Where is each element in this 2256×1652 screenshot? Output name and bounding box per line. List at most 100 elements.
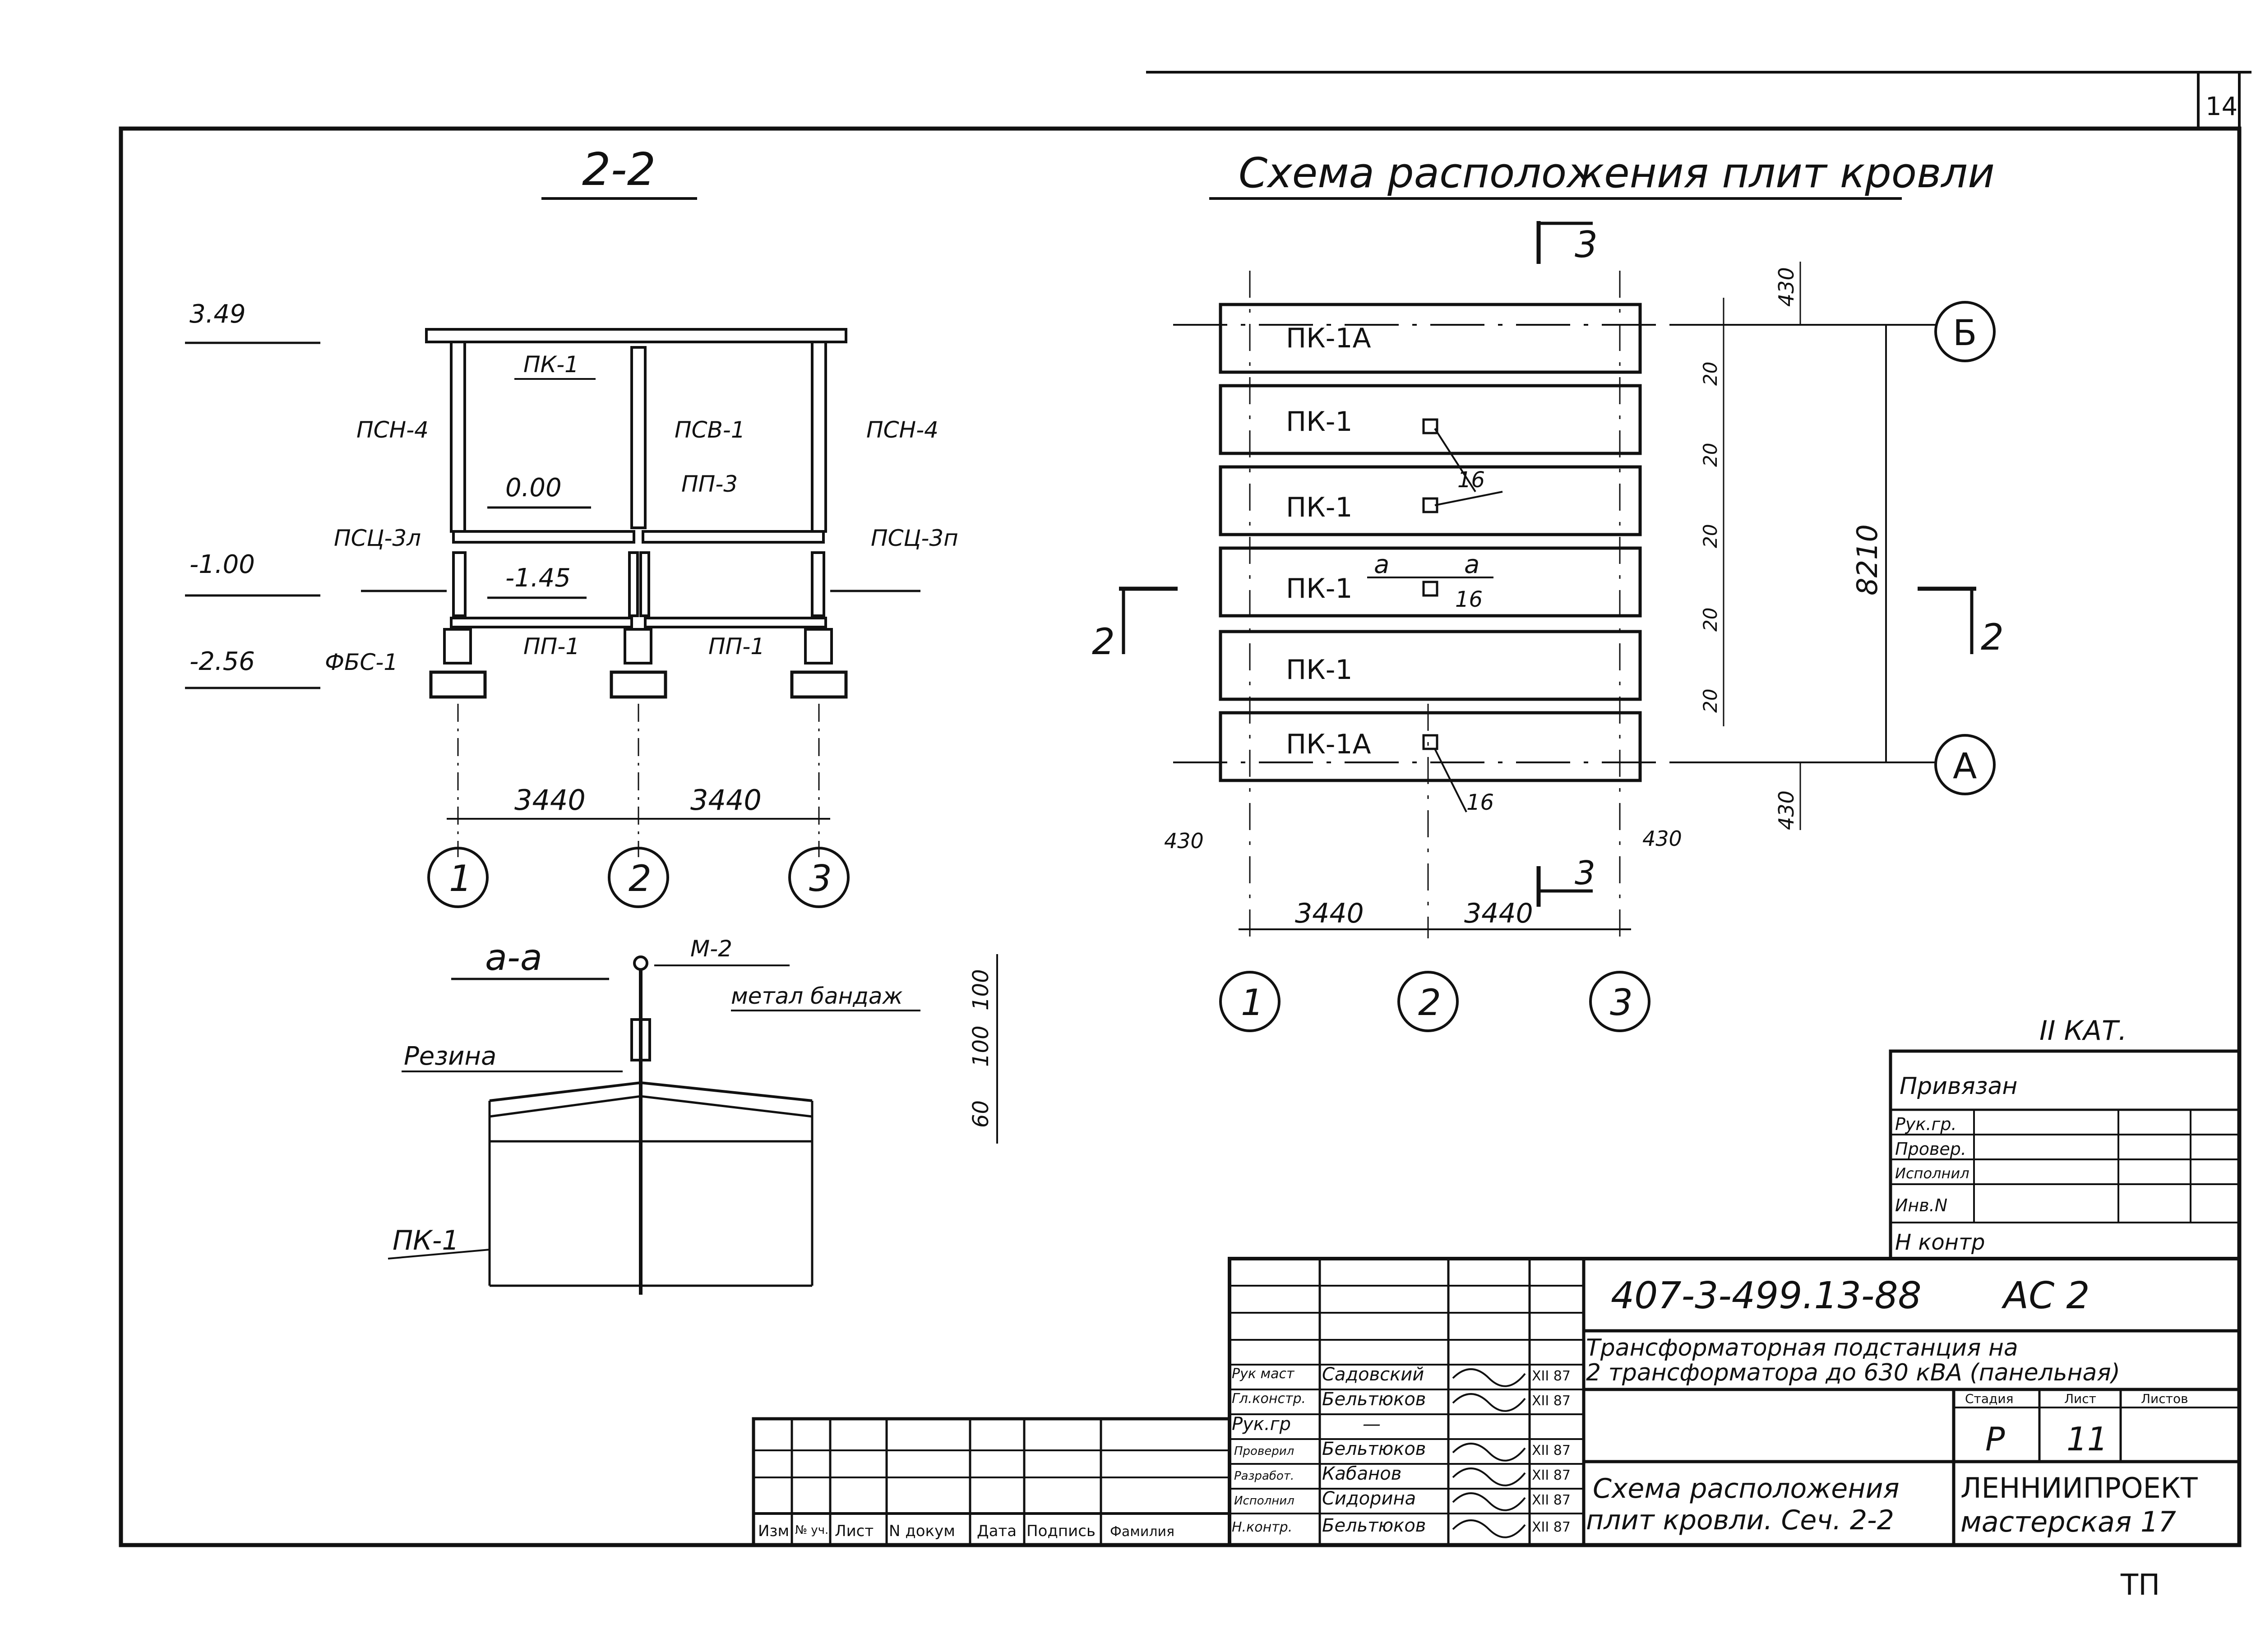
plan-dim-3440-right: 3440 (1464, 898, 1533, 929)
date-column: XII 87 XII 87 XII 87 XII 87 XII 87 XII 8… (1532, 1368, 1571, 1535)
date-5: XII 87 (1532, 1467, 1571, 1483)
hole-mark (1422, 734, 1438, 750)
signature-column (1452, 1368, 1526, 1538)
label-psn4-right: ПСН-4 (866, 417, 938, 443)
binding-table: Привязан Рук.гр. Провер. Исполнил Инв.N … (1889, 1049, 2241, 1260)
signature-scribble (1452, 1393, 1526, 1412)
label-pp1-left: ПП-1 (523, 633, 580, 660)
label-m2: М-2 (690, 936, 732, 962)
sheets-header: Листов (2141, 1391, 2188, 1406)
sheet-value: 11 (2066, 1420, 2108, 1458)
label-rubber: Резина (404, 1042, 496, 1071)
hole-size-2: 16 (1455, 587, 1483, 612)
slab-label-1: ПК-1А (1286, 323, 1371, 354)
elevation-minus-2-56: -2.56 (190, 647, 255, 676)
org-line-2: мастерская 17 (1960, 1505, 2176, 1538)
slab-label-3: ПК-1 (1286, 492, 1353, 523)
date-4: XII 87 (1532, 1443, 1571, 1458)
elevation-minus-1-00: -1.00 (190, 550, 255, 579)
dim-100-top: 100 (968, 969, 994, 1011)
wall-psv1 (630, 346, 647, 529)
label-psc3p: ПСЦ-3п (871, 525, 958, 551)
section-a-a: а-а М-2 метал бандаж Резина ПК-1 100 100… (388, 936, 998, 1295)
cut-2-left: 2 (1092, 621, 1115, 663)
label-pk1-aa: ПК-1 (393, 1225, 459, 1256)
axis-bubble-3 (788, 847, 850, 908)
name-column: Садовский Бельтюков — Бельтюков Кабанов … (1322, 1364, 1426, 1536)
date-2: XII 87 (1532, 1393, 1571, 1409)
role-1: Рук маст (1232, 1366, 1295, 1382)
slab-label-4: ПК-1 (1286, 573, 1353, 605)
sheet-frame: 14 (119, 71, 2251, 1547)
sheet-code: АС 2 (2001, 1274, 2090, 1317)
plan-axis-bubble-2 (1397, 971, 1459, 1032)
rev-header-list: Лист (835, 1522, 874, 1540)
plan-axis-bubble-3 (1589, 971, 1650, 1032)
role-column: Рук маст Гл.констр. Рук.гр Проверил Разр… (1232, 1366, 1306, 1535)
slab-row-3: ПК-1 (1219, 465, 1642, 536)
rev-header-doc: N докум (889, 1522, 955, 1540)
name-4: Бельтюков (1322, 1439, 1426, 1459)
cut-2-right: 2 (1981, 616, 2004, 658)
a-mark-left: а (1374, 550, 1389, 579)
bottom-right-mark: ТП (2120, 1569, 2160, 1602)
label-pp3: ПП-3 (681, 471, 738, 497)
gap-dim-4: 20 (1699, 608, 1721, 632)
slab-pp1-left (450, 617, 633, 628)
name-2: Бельтюков (1322, 1389, 1426, 1410)
dim-3440-right: 3440 (690, 784, 762, 817)
gap-dim-5: 20 (1699, 689, 1721, 713)
dim-100-mid: 100 (968, 1025, 994, 1067)
axis-3-label: 3 (809, 858, 832, 900)
name-6: Сидорина (1322, 1488, 1416, 1509)
title-block: Рук маст Гл.констр. Рук.гр Проверил Разр… (752, 1257, 2241, 1547)
revision-table: Изм № уч. Лист N докум Дата Подпись Фами… (752, 1417, 1231, 1547)
role-6: Исполнил (1234, 1494, 1294, 1508)
role-4: Проверил (1234, 1444, 1294, 1458)
signature-scribble (1452, 1492, 1526, 1511)
signature-scribble (1452, 1519, 1526, 1538)
slab-label-5: ПК-1 (1286, 654, 1353, 686)
label-psv1: ПСВ-1 (675, 417, 745, 443)
signature-scribble (1452, 1443, 1526, 1462)
section-2-2: 2-2 3.49 -1.00 (185, 143, 958, 908)
slab-row-6: ПК-1А (1219, 711, 1642, 782)
rev-header-uch: № уч. (795, 1523, 828, 1537)
binding-row-3: Исполнил (1895, 1165, 1969, 1182)
label-psn4-left: ПСН-4 (356, 417, 429, 443)
foundation-block-left (429, 670, 487, 699)
roof-slab-pk1 (425, 328, 847, 343)
a-mark-right: а (1464, 550, 1479, 579)
dim-3440-left: 3440 (514, 784, 586, 817)
plan-axis-bubble-1 (1219, 971, 1281, 1032)
drawing-title-line-1: Схема расположения (1593, 1473, 1900, 1504)
floor-slab-pp3-left (452, 530, 635, 544)
signature-scribble (1452, 1467, 1526, 1486)
plan-dim-3440-left: 3440 (1295, 898, 1364, 929)
label-pk1: ПК-1 (523, 351, 579, 378)
foundation-block-right (790, 670, 848, 699)
cut-3-bottom: 3 (1575, 854, 1595, 892)
hole-mark (1422, 581, 1438, 597)
sheet-header: Лист (2064, 1391, 2096, 1406)
dim-60: 60 (968, 1100, 994, 1128)
label-psc3l: ПСЦ-3л (334, 525, 421, 551)
gap-dim-1: 20 (1699, 362, 1721, 386)
plan-axis-1-label: 1 (1241, 982, 1264, 1024)
stage-value: Р (1985, 1420, 2005, 1458)
elevation-0-00: 0.00 (505, 473, 562, 503)
slab-row-1: ПК-1А (1219, 303, 1642, 374)
slab-pp1-right (644, 617, 827, 628)
label-pp1-right: ПП-1 (708, 633, 765, 660)
roof-slab-plan: Схема расположения плит кровли 3 3 2 2 П… (1092, 149, 2004, 1032)
axis-2-label: 2 (629, 858, 652, 900)
org-line-1: ЛЕННИИПРОЕКТ (1960, 1472, 2198, 1504)
axis-A-label: А (1953, 746, 1977, 787)
elevation-3-49: 3.49 (190, 300, 246, 329)
gap-dim-3: 20 (1699, 524, 1721, 548)
date-7: XII 87 (1532, 1519, 1571, 1535)
overhang-right: 430 (1642, 826, 1682, 851)
doc-code: 407-3-499.13-88 (1611, 1274, 1922, 1317)
section-2-2-title: 2-2 (582, 143, 656, 196)
